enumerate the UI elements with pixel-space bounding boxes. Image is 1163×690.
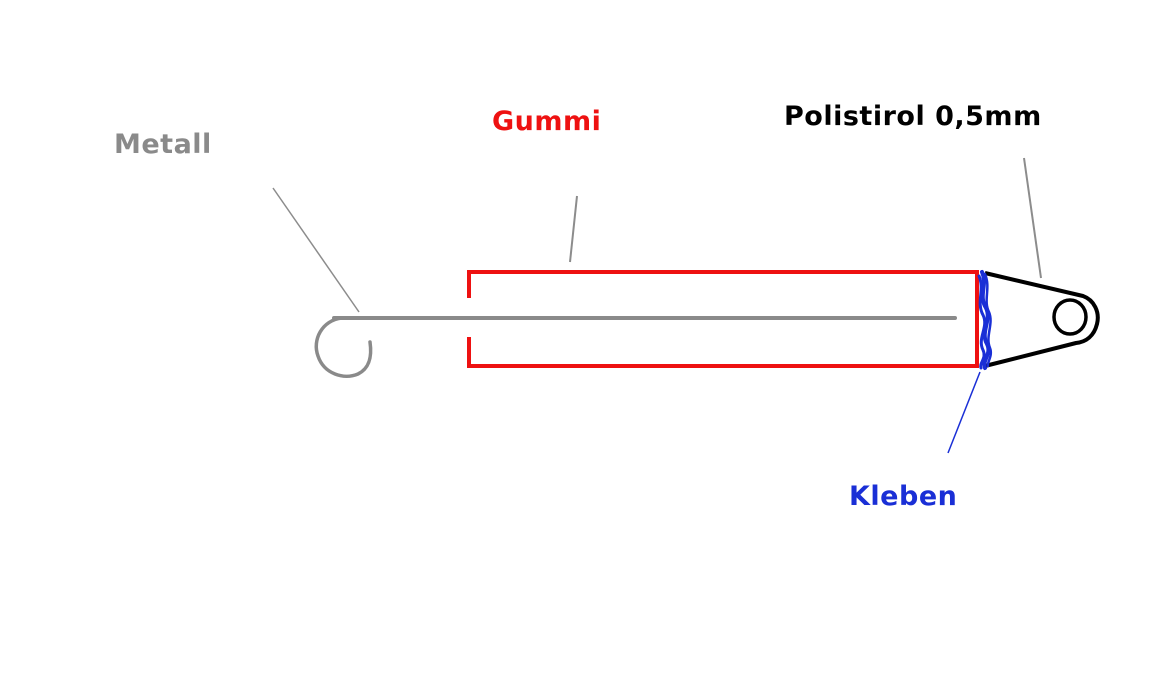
metall-label: Metall — [114, 129, 212, 160]
gummi-label: Gummi — [492, 106, 602, 137]
polystyrene-eyelet-hole — [1052, 298, 1088, 336]
polistirol-leader-line — [1023, 157, 1042, 279]
polistirol-label: Polistirol 0,5mm — [784, 101, 1042, 132]
rubber-tube-outline — [467, 270, 979, 368]
metal-wire-hook — [314, 316, 373, 378]
metall-leader-line — [272, 187, 360, 313]
polystyrene-end-piece — [984, 271, 1100, 368]
glue-seam — [977, 270, 993, 370]
kleben-leader-line — [947, 371, 981, 454]
kleben-label: Kleben — [849, 481, 958, 512]
gummi-leader-line — [569, 195, 578, 263]
